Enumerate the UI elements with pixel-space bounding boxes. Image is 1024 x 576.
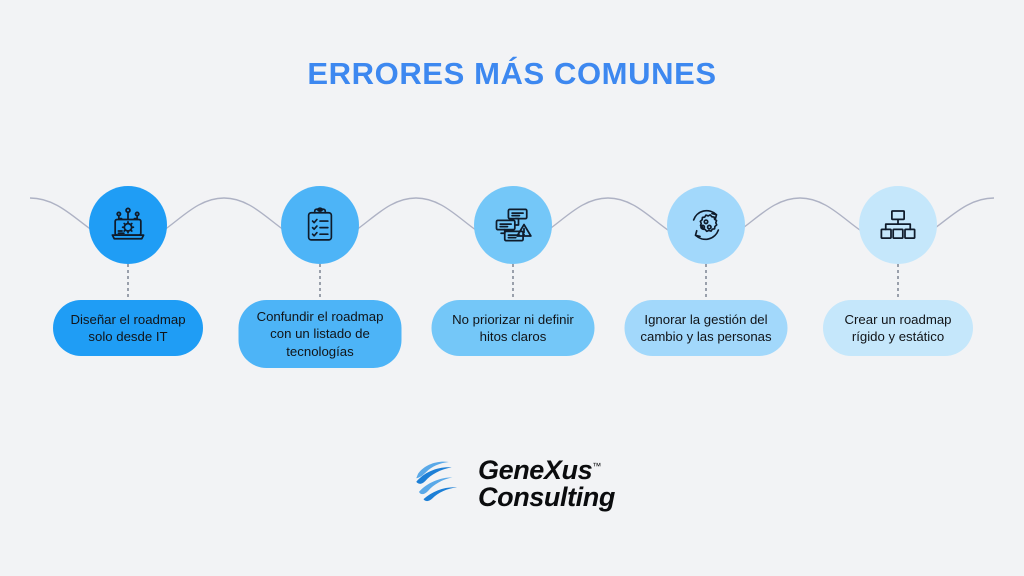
logo-wordmark: GeneXus™ Consulting xyxy=(478,455,615,512)
flow-step-2-circle[interactable] xyxy=(281,186,359,264)
flow-step-5-circle[interactable] xyxy=(859,186,937,264)
clipboard-checklist-icon xyxy=(299,204,341,246)
flowchart-warning-icon xyxy=(491,203,535,247)
flow-step-2[interactable]: Confundir el roadmap con un listado de t… xyxy=(222,186,418,386)
flow-step-3-label[interactable]: No priorizar ni definir hitos claros xyxy=(431,300,595,356)
org-hierarchy-icon xyxy=(877,204,919,246)
flow-step-1-connector xyxy=(127,264,129,304)
gear-people-refresh-icon xyxy=(684,203,728,247)
flow-step-2-label[interactable]: Confundir el roadmap con un listado de t… xyxy=(238,300,402,369)
genexus-consulting-logo: GeneXus™ Consulting xyxy=(0,452,1024,515)
flow-step-1-circle[interactable] xyxy=(89,186,167,264)
flow-step-1[interactable]: Diseñar el roadmap solo desde IT xyxy=(30,186,226,386)
genexus-globe-icon xyxy=(409,452,467,515)
flow-step-4-connector xyxy=(705,264,707,304)
flow-steps: Diseñar el roadmap solo desde IT Con xyxy=(0,186,1024,386)
flow-step-2-connector xyxy=(319,264,321,304)
logo-name: GeneXus™ xyxy=(478,455,601,486)
flow-step-5-label[interactable]: Crear un roadmap rígido y estático xyxy=(823,300,973,356)
flow-step-4-label[interactable]: Ignorar la gestión del cambio y las pers… xyxy=(624,300,788,356)
flow-step-3-text: No priorizar ni definir hitos claros xyxy=(452,311,574,344)
page-title: ERRORES MÁS COMUNES xyxy=(307,56,717,91)
flow-step-3[interactable]: No priorizar ni definir hitos claros xyxy=(415,186,611,386)
logo-trademark: ™ xyxy=(592,461,601,472)
flow-step-4-text: Ignorar la gestión del cambio y las pers… xyxy=(640,311,772,344)
laptop-gear-icon xyxy=(106,203,150,247)
flow-step-3-circle[interactable] xyxy=(474,186,552,264)
flow-step-2-text: Confundir el roadmap con un listado de t… xyxy=(256,309,384,359)
flow-step-5[interactable]: Crear un roadmap rígido y estático xyxy=(800,186,996,386)
flow-step-1-label[interactable]: Diseñar el roadmap solo desde IT xyxy=(53,300,203,356)
flow-step-5-text: Crear un roadmap rígido y estático xyxy=(844,311,952,344)
flow-step-4-circle[interactable] xyxy=(667,186,745,264)
flow-step-3-connector xyxy=(512,264,514,304)
flow-step-4[interactable]: Ignorar la gestión del cambio y las pers… xyxy=(608,186,804,386)
flow-step-1-text: Diseñar el roadmap solo desde IT xyxy=(70,311,186,344)
flow-step-5-connector xyxy=(897,264,899,304)
logo-subtitle: Consulting xyxy=(478,481,615,512)
